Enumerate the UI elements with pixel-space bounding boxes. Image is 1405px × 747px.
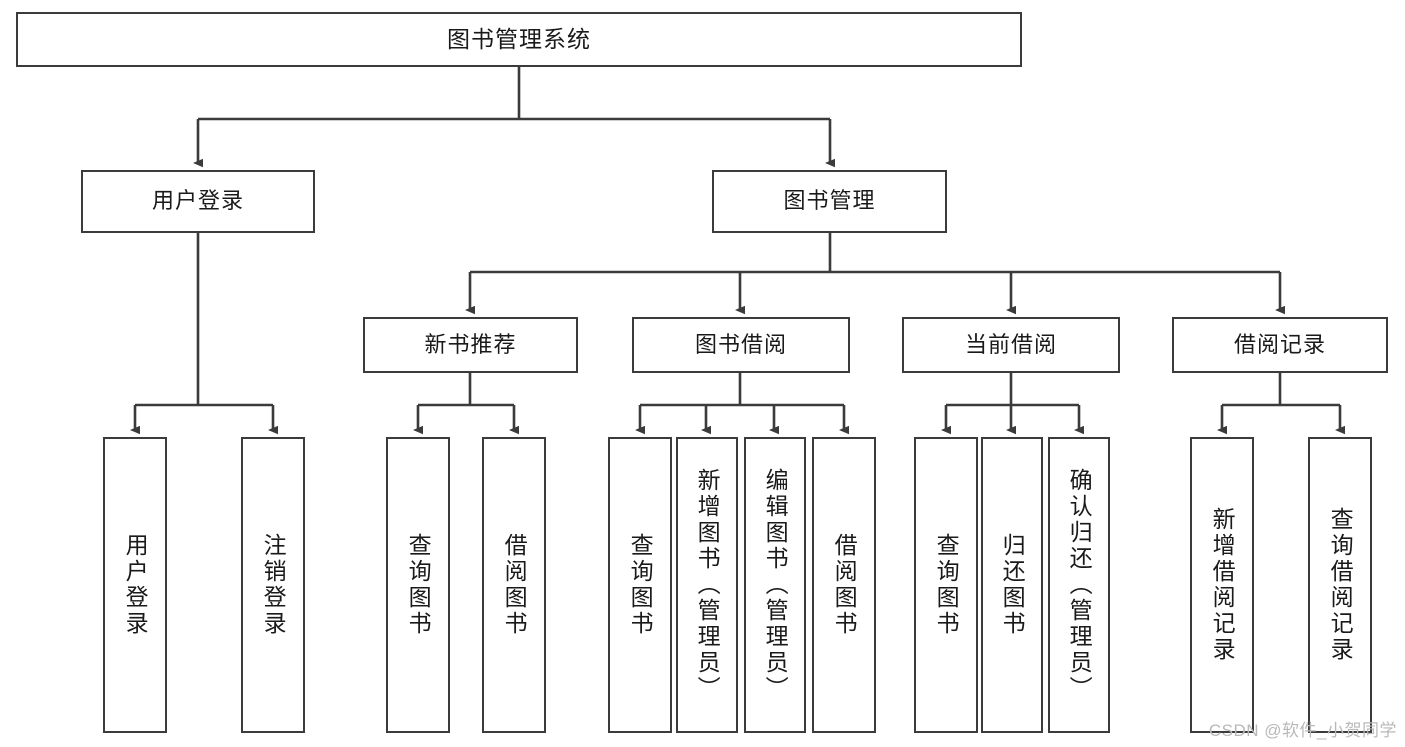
node-label: 归还图书	[999, 533, 1026, 637]
leaf-newbook-borrow-book[interactable]: 借阅图书	[482, 437, 546, 733]
node-label: 查询图书	[627, 533, 654, 637]
node-label: 图书借阅	[694, 331, 787, 357]
node-label: 确认归还（管理员）	[1066, 468, 1093, 702]
node-label: 查询图书	[405, 533, 432, 637]
leaf-current-return-book[interactable]: 归还图书	[981, 437, 1043, 733]
leaf-user-login[interactable]: 用户登录	[103, 437, 167, 733]
leaf-borrow-add-book-admin[interactable]: 新增图书（管理员）	[676, 437, 738, 733]
node-label: 借阅记录	[1233, 331, 1326, 357]
node-root-system[interactable]: 图书管理系统	[16, 12, 1022, 67]
leaf-record-add-record[interactable]: 新增借阅记录	[1190, 437, 1254, 733]
leaf-record-query-record[interactable]: 查询借阅记录	[1308, 437, 1372, 733]
leaf-user-logout[interactable]: 注销登录	[241, 437, 305, 733]
node-label: 用户登录	[151, 188, 244, 214]
node-label: 当前借阅	[964, 331, 1057, 357]
node-label: 新增借阅记录	[1209, 507, 1236, 663]
node-label: 借阅图书	[501, 533, 528, 637]
node-label: 查询图书	[933, 533, 960, 637]
node-label: 编辑图书（管理员）	[762, 468, 789, 702]
node-label: 查询借阅记录	[1327, 507, 1354, 663]
node-book-management[interactable]: 图书管理	[712, 170, 947, 233]
node-label: 图书管理系统	[447, 25, 591, 52]
leaf-current-confirm-return-admin[interactable]: 确认归还（管理员）	[1048, 437, 1110, 733]
node-user-login[interactable]: 用户登录	[81, 170, 315, 233]
node-book-borrow[interactable]: 图书借阅	[632, 317, 850, 373]
node-label: 用户登录	[122, 533, 149, 637]
leaf-borrow-borrow-book[interactable]: 借阅图书	[812, 437, 876, 733]
node-label: 注销登录	[260, 533, 287, 637]
node-label: 新书推荐	[424, 331, 517, 357]
node-label: 新增图书（管理员）	[694, 468, 721, 702]
watermark: CSDN @软件_小贺同学	[1208, 721, 1397, 740]
node-label: 图书管理	[783, 188, 876, 214]
node-current-borrow[interactable]: 当前借阅	[902, 317, 1120, 373]
node-new-book-recommend[interactable]: 新书推荐	[363, 317, 578, 373]
leaf-current-query-book[interactable]: 查询图书	[914, 437, 978, 733]
leaf-borrow-edit-book-admin[interactable]: 编辑图书（管理员）	[744, 437, 806, 733]
leaf-newbook-query-book[interactable]: 查询图书	[386, 437, 450, 733]
leaf-borrow-query-book[interactable]: 查询图书	[608, 437, 672, 733]
node-label: 借阅图书	[831, 533, 858, 637]
node-borrow-record[interactable]: 借阅记录	[1172, 317, 1388, 373]
